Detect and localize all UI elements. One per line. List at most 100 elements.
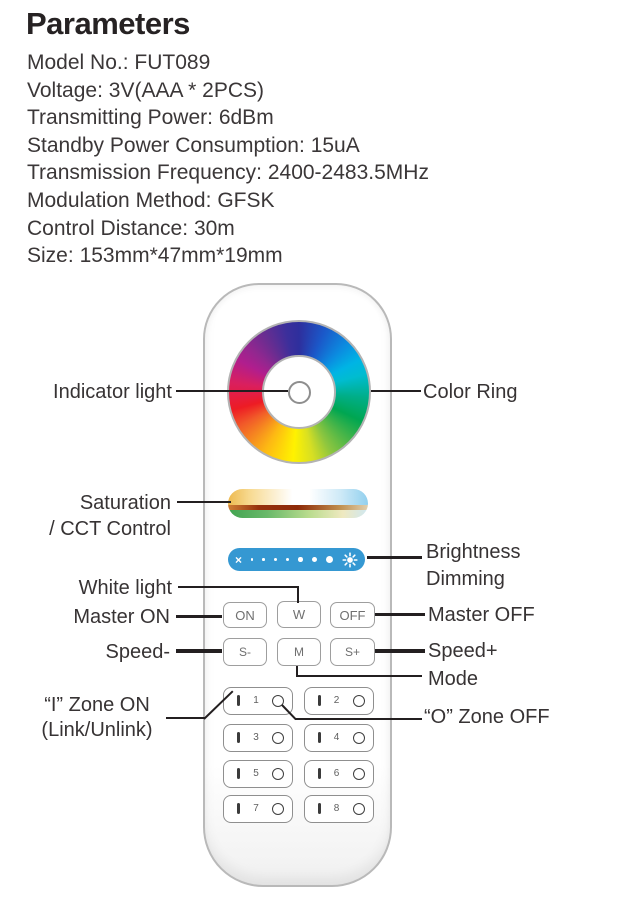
sun-icon [342, 551, 358, 568]
spec-label: Standby Power Consumption: [27, 133, 305, 157]
spec-label: Transmission Frequency: [27, 161, 262, 185]
callout-line-white-light-v [297, 586, 299, 603]
callout-line-speed-plus [375, 649, 425, 653]
zone-off-circle-icon [352, 767, 365, 780]
callout-line-indicator-light [176, 390, 288, 392]
zone-off-circle-icon [352, 802, 365, 815]
saturation-red-strip [228, 504, 368, 510]
spec-row-model: Model No.:FUT089 [27, 49, 429, 77]
zone-on-bar-icon [237, 803, 240, 815]
indicator-light [287, 380, 311, 404]
zone-number: 8 [333, 803, 340, 815]
callout-line-brightness [367, 556, 422, 559]
callout-zone-on-line1: “I” Zone ON [44, 694, 150, 716]
spec-value: GFSK [217, 188, 275, 212]
callout-saturation-cct: Saturation / CCT Control [49, 490, 171, 542]
callout-speed-minus: Speed- [105, 641, 171, 663]
callout-indicator-light: Indicator light [53, 381, 172, 403]
spec-row-voltage: Voltage:3V(AAA * 2PCS) [27, 77, 429, 105]
callout-zone-on: “I” Zone ON (Link/Unlink) [32, 693, 162, 743]
spec-value: 153mm*47mm*19mm [79, 244, 283, 268]
callout-line-speed-minus [176, 649, 222, 653]
zone-button-2: 2 [303, 687, 374, 715]
page-title: Parameters [26, 6, 190, 41]
spec-row-frequency: Transmission Frequency:2400-2483.5MHz [27, 159, 429, 187]
callout-line-zone-on-h [166, 717, 205, 719]
zone-on-bar-icon [317, 803, 321, 815]
callout-brightness-dimming: Brightness Dimming [426, 539, 521, 593]
spec-row-standby-power: Standby Power Consumption:15uA [27, 132, 429, 160]
callout-color-ring: Color Ring [423, 381, 518, 403]
spec-value: 3V(AAA * 2PCS) [108, 78, 265, 102]
zone-button-4: 4 [303, 724, 374, 752]
brightness-dot [250, 558, 254, 561]
zone-off-circle-icon [272, 694, 284, 707]
cct-gradient-strip [228, 489, 368, 505]
spec-label: Modulation Method: [27, 188, 212, 212]
color-ring-center [262, 355, 336, 429]
zone-on-bar-icon [237, 695, 240, 707]
spec-row-control-distance: Control Distance:30m [27, 215, 429, 243]
speed-minus-button: S- [223, 638, 267, 666]
callout-master-on: Master ON [73, 606, 170, 628]
callout-saturation-line1: Saturation [79, 492, 171, 514]
callout-master-off: Master OFF [428, 604, 535, 626]
zone-button-3: 3 [223, 724, 293, 752]
spec-label: Transmitting Power: [27, 106, 213, 130]
spec-list: Model No.:FUT089 Voltage:3V(AAA * 2PCS) … [27, 49, 429, 270]
callout-zone-off: “O” Zone OFF [424, 706, 550, 728]
brightness-dot [325, 556, 333, 563]
spec-value: 6dBm [218, 106, 274, 130]
zone-number: 5 [253, 768, 259, 780]
zone-button-6: 6 [303, 760, 374, 788]
spec-row-transmitting-power: Transmitting Power:6dBm [27, 104, 429, 132]
zone-off-circle-icon [272, 802, 284, 815]
callout-line-color-ring [371, 390, 421, 392]
brightness-dot [262, 558, 265, 561]
callout-zone-on-line2: (Link/Unlink) [41, 719, 153, 741]
spec-row-size: Size:153mm*47mm*19mm [27, 242, 429, 270]
spec-value: FUT089 [134, 51, 211, 74]
saturation-green-strip [228, 509, 368, 518]
remote-body: × ON W OFF S [203, 283, 392, 887]
spec-label: Voltage: [27, 78, 103, 102]
callout-brightness-line1: Brightness [426, 541, 521, 563]
zone-number: 2 [333, 695, 340, 707]
spec-value: 30m [193, 216, 235, 240]
speed-plus-button: S+ [330, 638, 375, 666]
callout-line-master-off [375, 613, 425, 616]
callout-line-mode-h [296, 675, 422, 677]
brightness-dot [285, 557, 290, 562]
spec-label: Model No.: [27, 51, 129, 74]
callout-line-white-light-h [178, 586, 299, 588]
spec-value: 15uA [310, 133, 360, 157]
zone-on-bar-icon [237, 768, 240, 780]
zone-off-circle-icon [352, 731, 365, 744]
spec-label: Control Distance: [27, 216, 189, 240]
zone-number: 4 [333, 732, 340, 744]
callout-mode: Mode [428, 668, 479, 690]
master-on-button: ON [223, 602, 267, 628]
saturation-cct-bar [228, 489, 368, 518]
zone-number: 7 [253, 803, 259, 815]
zone-on-bar-icon [317, 768, 321, 780]
brightness-dimming-bar: × [228, 548, 365, 571]
callout-saturation-line2: / CCT Control [49, 518, 171, 540]
zone-button-5: 5 [223, 760, 293, 788]
zone-number: 1 [253, 695, 259, 707]
zone-number: 6 [333, 768, 340, 780]
spec-value: 2400-2483.5MHz [267, 161, 429, 185]
x-icon: × [235, 552, 243, 567]
callout-brightness-line2: Dimming [426, 568, 505, 590]
zone-number: 3 [253, 732, 259, 744]
zone-on-bar-icon [317, 732, 321, 744]
white-light-button: W [277, 601, 321, 628]
zone-on-bar-icon [237, 732, 240, 744]
callout-line-zone-off-h [295, 718, 422, 720]
master-off-button: OFF [330, 602, 375, 628]
zone-button-1: 1 [223, 687, 293, 715]
zone-on-bar-icon [317, 695, 321, 707]
zone-button-7: 7 [223, 795, 293, 823]
brightness-dot [311, 556, 318, 563]
